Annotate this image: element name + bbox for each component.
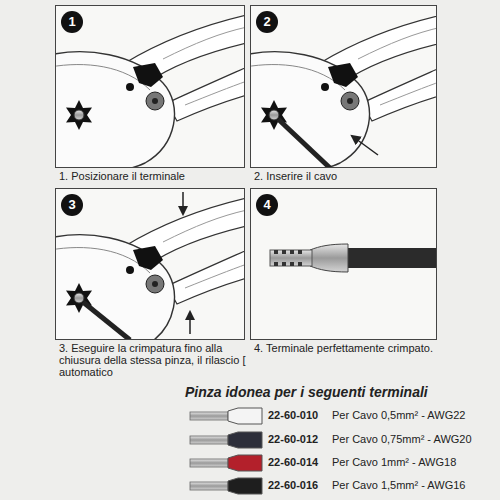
step-caption: 3. Eseguire la crimpatura fino alla chiu… (59, 342, 249, 378)
ferrule-collar (228, 432, 262, 448)
ferrule-pin (190, 459, 228, 467)
step-number: 2 (256, 11, 278, 33)
ferrule-collar (310, 244, 348, 272)
step-number-circle: 2 (256, 11, 278, 33)
cable-size: Per Cavo 0,5mm² - AWG22 (332, 409, 465, 422)
crimp-tool-step-3 (56, 192, 244, 339)
wire (278, 119, 330, 167)
step-panel: 4. Terminale perfettamente crimpato.4 (250, 188, 437, 340)
insert-arrow (352, 136, 378, 155)
step-number-circle: 3 (61, 194, 83, 216)
step-number-circle: 1 (61, 11, 83, 33)
crimp-tool (56, 15, 244, 167)
ferrule-pin (190, 412, 228, 420)
ferrule-sleeve (270, 250, 312, 266)
crimp-tool-step-1 (56, 15, 244, 167)
step-panel: 1. Posizionare il terminale1 (55, 5, 245, 168)
ferrule-collar (228, 455, 262, 471)
wire (345, 248, 436, 268)
part-code: 22-60-010 (268, 409, 318, 422)
step-panel: 2. Inserire il cavo2 (250, 5, 437, 168)
ferrule-collar (228, 408, 262, 424)
press-arrow (182, 192, 184, 214)
wire (83, 302, 130, 339)
ferrule-collar (228, 478, 262, 494)
step-caption: 2. Inserire il cavo (254, 170, 439, 182)
step-caption: 1. Posizionare il terminale (59, 170, 249, 182)
cable-size: Per Cavo 1mm² - AWG18 (332, 456, 456, 469)
ferrule-pin (190, 482, 228, 490)
crimp-tool (251, 15, 436, 167)
cable-size: Per Cavo 0,75mm² - AWG20 (332, 433, 472, 446)
ferrule-icons (190, 408, 262, 494)
press-arrow (189, 312, 191, 334)
crimp-tool (56, 198, 244, 339)
step-panel: 3. Eseguire la crimpatura fino alla chiu… (55, 188, 245, 340)
terminal (74, 110, 84, 120)
ferrule-pin (190, 436, 228, 444)
part-code: 22-60-012 (268, 433, 318, 446)
step-number: 3 (61, 194, 83, 216)
step-number-circle: 4 (256, 194, 278, 216)
step-number: 1 (61, 11, 83, 33)
cable-size: Per Cavo 1,5mm² - AWG16 (332, 479, 465, 492)
part-code: 22-60-016 (268, 479, 318, 492)
terminal (74, 293, 84, 303)
step-number: 4 (256, 194, 278, 216)
terminal (269, 110, 279, 120)
step-caption: 4. Terminale perfettamente crimpato. (254, 342, 439, 354)
section-heading: Pinza idonea per i seguenti terminali (185, 384, 428, 400)
crimp-notches (274, 250, 302, 266)
crimp-tool-step-2 (251, 15, 436, 167)
crimped-terminal (270, 244, 436, 272)
part-code: 22-60-014 (268, 456, 318, 469)
